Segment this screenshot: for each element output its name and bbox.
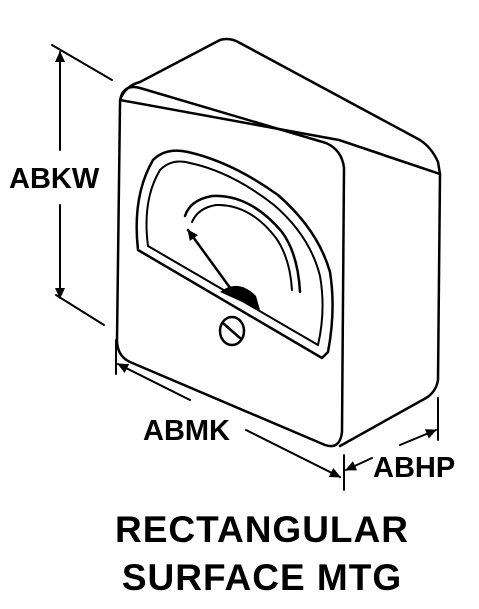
depth-dimension: ABHP (345, 397, 455, 484)
meter-top-face (118, 37, 442, 176)
meter-side-face (337, 138, 442, 448)
height-dimension: ABKW (9, 44, 113, 326)
depth-arrow-right (399, 429, 437, 446)
height-dimension-label: ABKW (9, 163, 100, 195)
caption-line-2: SURFACE MTG (122, 557, 402, 598)
needle (186, 228, 238, 298)
width-dimension: ABMK (115, 339, 345, 491)
dial-scale-arc-inner (191, 203, 293, 291)
width-dimension-label: ABMK (143, 415, 230, 447)
dial-inner-outline (145, 160, 324, 346)
height-extension-top (51, 44, 113, 81)
adjust-screw-head (218, 315, 246, 347)
meter-body (115, 37, 442, 448)
height-extension-bottom (55, 294, 105, 326)
adjust-screw-slot (222, 322, 242, 340)
depth-arrow-left (345, 457, 373, 471)
needle-pivot (220, 285, 260, 310)
depth-dimension-label: ABHP (373, 452, 455, 484)
dial-scale-arc (183, 194, 302, 294)
dial-outer-outline (135, 149, 334, 360)
meter-front-face (115, 85, 346, 448)
adjust-screw (218, 315, 246, 347)
width-arrow-right (245, 429, 341, 478)
width-arrow-left (117, 363, 191, 401)
caption-line-1: RECTANGULAR (115, 509, 409, 550)
dial-window (135, 149, 334, 360)
